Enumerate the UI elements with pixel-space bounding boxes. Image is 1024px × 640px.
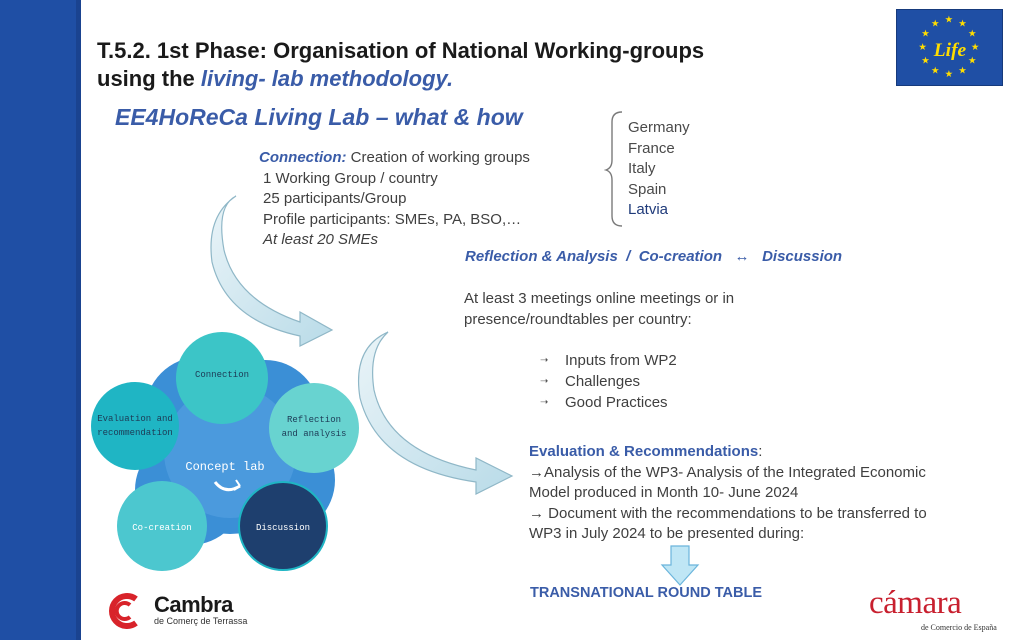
camara-wordmark: cámara — [869, 585, 962, 621]
evaluation-circle — [91, 382, 179, 470]
evaluation-line: Model produced in Month 10- June 2024 — [529, 484, 799, 501]
camara-subtitle: de Comercio de España — [921, 623, 997, 632]
connection-label: Connection: — [259, 149, 347, 166]
bullet-text: Good Practices — [565, 394, 668, 411]
connection-line: Connection: Creation of working groups — [259, 148, 599, 169]
reflection-part-1: Reflection & Analysis — [465, 248, 618, 265]
bullet-item: ➝ Inputs from WP2 — [540, 350, 677, 371]
bullet-arrow-icon: ➝ — [540, 376, 549, 387]
concept-lab-label: Concept lab — [185, 460, 264, 474]
reflection-heading: Reflection & Analysis / Co-creation ↔ Di… — [465, 248, 842, 265]
meetings-text: At least 3 meetings online meetings or i… — [464, 288, 804, 330]
bullet-item: ➝ Challenges — [540, 371, 677, 392]
cambra-wordmark: Cambra — [154, 592, 233, 617]
svg-text:★: ★ — [968, 28, 977, 39]
slide-title: T.5.2. 1st Phase: Organisation of Nation… — [97, 37, 857, 93]
cambra-subtitle: de Comerç de Terrassa — [154, 616, 248, 626]
curly-brace — [604, 111, 623, 227]
double-arrow-icon: ↔ — [734, 248, 750, 265]
bullet-text: Challenges — [565, 373, 641, 390]
bullet-arrow-icon: ➝ — [540, 397, 549, 408]
connection-item-smes: At least 20 SMEs — [263, 231, 379, 248]
svg-text:★: ★ — [945, 69, 954, 80]
curved-arrow-2 — [357, 331, 514, 495]
svg-text:★: ★ — [958, 65, 967, 76]
evaluation-circle-label-2: recommendation — [97, 428, 173, 438]
connection-circle — [176, 332, 268, 424]
evaluation-colon: : — [758, 443, 763, 460]
bullet-text: Inputs from WP2 — [565, 352, 677, 369]
svg-text:★: ★ — [945, 15, 954, 26]
country-item: Spain — [628, 180, 667, 198]
country-item: France — [628, 139, 675, 157]
meetings-line-2: presence/roundtables per country: — [464, 311, 692, 328]
connection-block: Connection: Creation of working groups 1… — [259, 148, 599, 251]
evaluation-line: →Analysis of the WP3- Analysis of the In… — [529, 463, 926, 481]
svg-text:★: ★ — [921, 28, 930, 39]
reflection-separator: / — [626, 248, 631, 265]
evaluation-circle-label-1: Evaluation and — [97, 414, 173, 424]
svg-text:★: ★ — [931, 65, 940, 76]
cocreation-circle-label: Co-creation — [132, 523, 191, 533]
title-highlight: living- lab methodology. — [200, 66, 454, 91]
connection-item: 25 participants/Group — [263, 190, 407, 207]
svg-text:★: ★ — [958, 19, 967, 30]
connection-item: Profile participants: SMEs, PA, BSO,… — [263, 210, 522, 228]
cambra-logo-icon — [109, 593, 138, 629]
evaluation-heading: Evaluation & Recommendations — [529, 443, 759, 460]
reflection-part-2: Co-creation — [638, 248, 723, 265]
connection-item: 1 Working Group / country — [263, 169, 438, 187]
connection-circle-label: Connection — [195, 370, 249, 380]
title-line-2: using the living- lab methodology. — [97, 65, 857, 93]
evaluation-block: Evaluation & Recommendations: →Analysis … — [529, 442, 999, 545]
reflection-circle — [269, 383, 359, 473]
eu-flag-background — [897, 10, 1002, 85]
evaluation-line: WP3 in July 2024 to be presented during: — [529, 525, 805, 542]
country-item: Latvia — [628, 201, 669, 218]
connection-text: Creation of working groups — [350, 149, 530, 166]
curved-arrow-1 — [210, 195, 334, 347]
countries-list: Germany France Italy Spain Latvia — [628, 118, 690, 221]
side-bar-shade — [76, 0, 81, 640]
cocreation-circle — [117, 481, 207, 571]
reflection-part-3: Discussion — [762, 248, 843, 265]
svg-text:★: ★ — [971, 42, 980, 53]
country-item: Germany — [628, 119, 690, 136]
title-line-2-prefix: using the — [97, 66, 201, 91]
country-item: Italy — [628, 160, 656, 177]
evaluation-line: → Document with the recommendations to b… — [529, 504, 927, 522]
reflection-circle-label-2: and analysis — [282, 429, 347, 439]
meetings-line-1: At least 3 meetings online meetings or i… — [464, 290, 735, 307]
svg-text:★: ★ — [968, 56, 977, 67]
reflection-circle-label-1: Reflection — [287, 415, 341, 425]
down-arrow-icon — [660, 545, 700, 586]
round-table-label: TRANSNATIONAL ROUND TABLE — [530, 585, 762, 601]
meetings-bullets: ➝ Inputs from WP2 ➝ Challenges ➝ Good Pract… — [540, 350, 677, 413]
evaluation-heading-line: Evaluation & Recommendations: — [529, 442, 999, 463]
discussion-circle — [239, 482, 327, 570]
slide-subtitle: EE4HoReCa Living Lab – what & how — [115, 104, 523, 130]
concept-lab-diagram: Concept lab Connection Reflection and an… — [91, 332, 359, 571]
eu-stars-icon: ★ ★ ★ ★ ★ ★ ★ ★ ★ ★ ★ ★ — [918, 15, 980, 81]
swirl-arrowhead-icon — [233, 479, 241, 491]
eu-life-logo: ★ ★ ★ ★ ★ ★ ★ ★ ★ ★ ★ ★ Life — [896, 9, 1003, 86]
life-wordmark: Life — [933, 40, 967, 61]
svg-text:★: ★ — [931, 19, 940, 30]
svg-text:★: ★ — [918, 42, 927, 53]
bullet-arrow-icon: ➝ — [540, 355, 549, 366]
bullet-item: ➝ Good Practices — [540, 392, 677, 413]
svg-text:★: ★ — [921, 56, 930, 67]
title-line-1: T.5.2. 1st Phase: Organisation of Nation… — [97, 38, 705, 63]
discussion-circle-label: Discussion — [256, 523, 310, 533]
side-bar — [0, 0, 81, 640]
